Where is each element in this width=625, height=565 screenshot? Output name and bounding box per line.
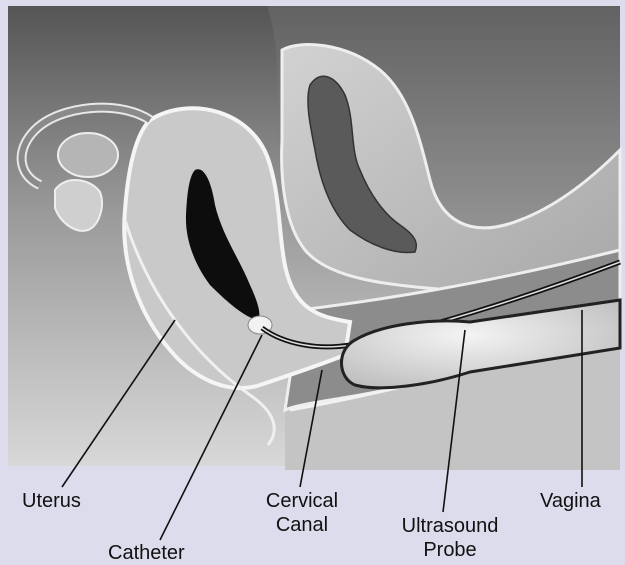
label-vagina: Vagina (540, 489, 601, 513)
label-catheter: Catheter (108, 541, 185, 565)
label-uterus: Uterus (22, 489, 81, 513)
bladder (268, 6, 620, 291)
label-cervical-canal: Cervical Canal (252, 489, 352, 537)
label-ultrasound-probe: Ultrasound Probe (388, 514, 512, 562)
